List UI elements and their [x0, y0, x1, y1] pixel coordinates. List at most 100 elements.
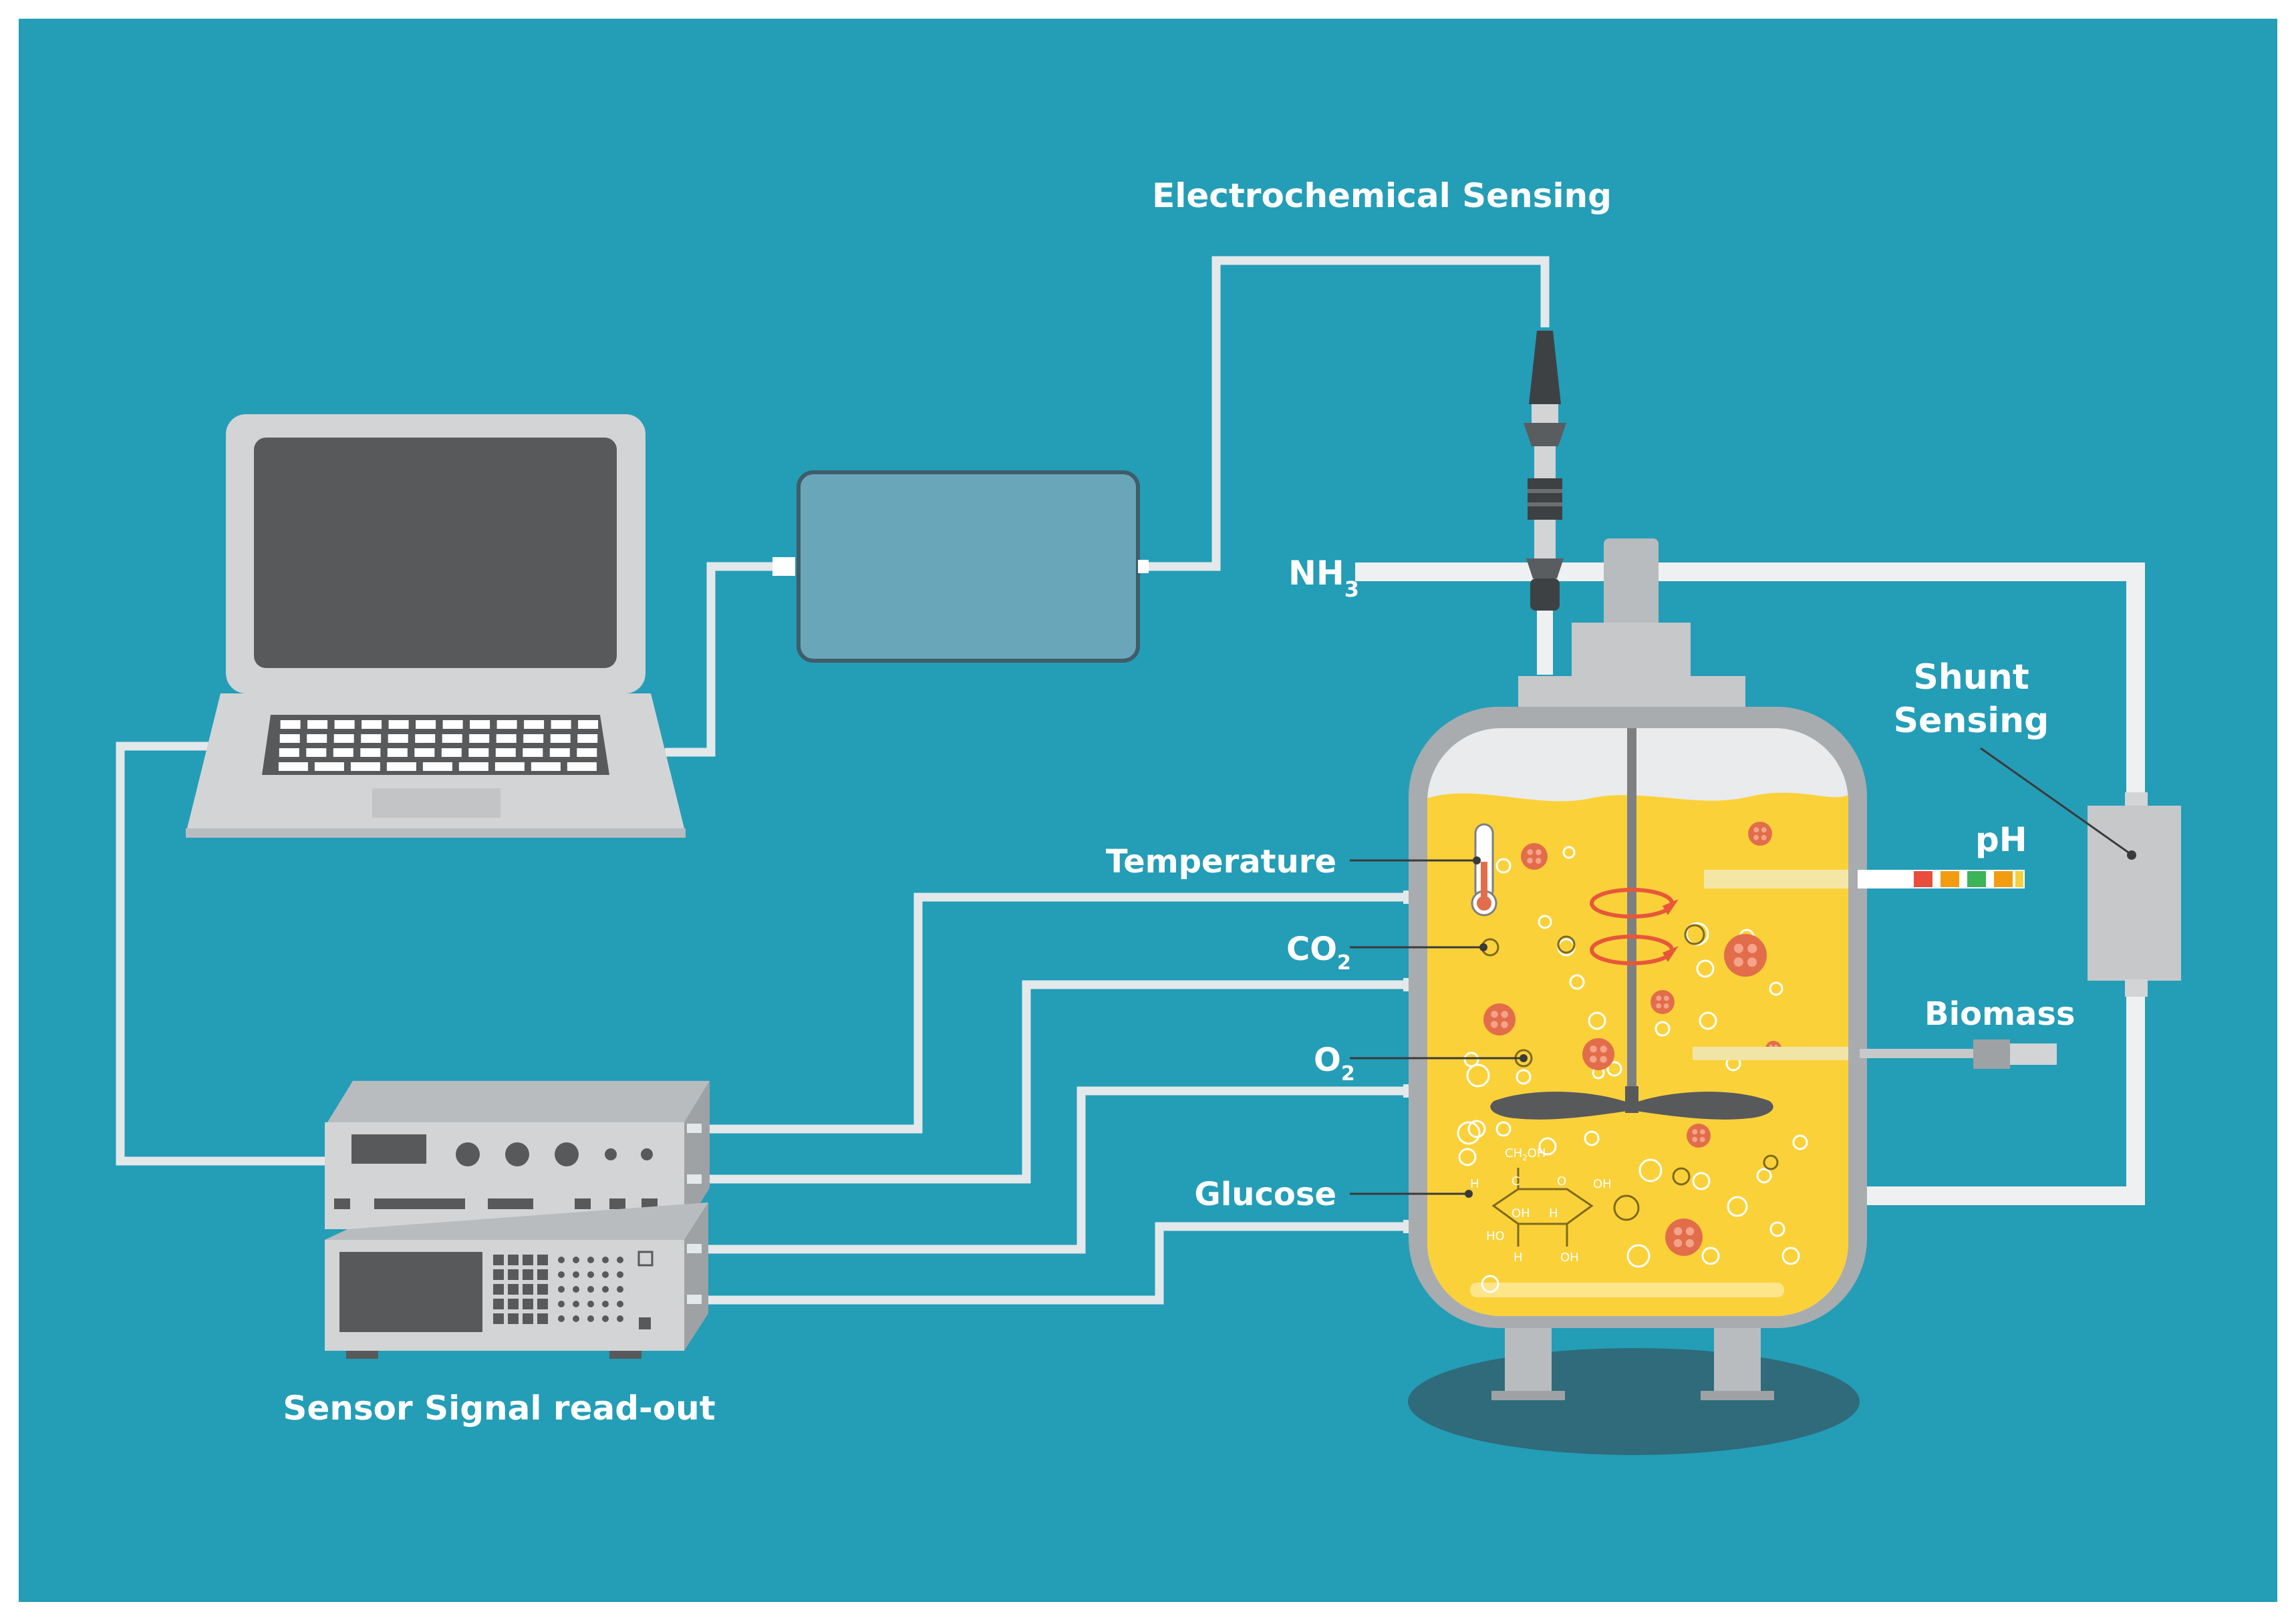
gas-bubble — [1756, 1168, 1772, 1184]
gas-bubble — [1495, 1121, 1512, 1137]
laptop-key — [469, 734, 490, 743]
label-nh3: NH3 — [1288, 554, 1359, 602]
microbial-cell-spot — [1692, 1129, 1698, 1135]
ph-indicator-strip — [1858, 870, 2025, 888]
motor-block — [1572, 623, 1691, 676]
svg-text:C: C — [1512, 1174, 1520, 1188]
laptop-key — [360, 748, 381, 757]
laptop-base-edge — [186, 828, 686, 838]
keypad-dot — [573, 1315, 579, 1322]
probe-lower-cone — [1526, 558, 1564, 579]
svg-text:OH: OH — [1560, 1251, 1579, 1265]
laptop-touchpad — [372, 788, 500, 818]
laptop-key — [523, 734, 544, 743]
keypad-key — [508, 1313, 519, 1324]
laptop-key — [387, 748, 408, 757]
gas-bubble — [1769, 981, 1783, 996]
gas-bubble — [1538, 915, 1552, 929]
microbial-cell-spot — [1491, 1010, 1498, 1018]
signal-wires — [116, 256, 1550, 1305]
impeller-icon — [1490, 1086, 1773, 1120]
keypad-dot — [573, 1271, 579, 1278]
laptop-key — [494, 762, 525, 771]
microbial-cell-spot — [1501, 1011, 1509, 1018]
svg-text:H: H — [1514, 1251, 1523, 1265]
readout-keypad — [493, 1255, 623, 1324]
shunt-return-pipe — [1844, 982, 2145, 1205]
readout-lower-screen — [339, 1252, 482, 1332]
wire-laptop-readout — [116, 742, 325, 1166]
laptop-key — [350, 762, 380, 771]
laptop-key — [468, 748, 489, 757]
keypad-dot — [602, 1286, 609, 1293]
laptop-icon — [186, 414, 686, 838]
keypad-key — [508, 1284, 519, 1295]
gas-bubble — [1538, 1137, 1557, 1156]
probe-cone — [1524, 423, 1566, 446]
microbial-cell-spot — [1685, 1239, 1694, 1248]
gas-bubble — [1685, 922, 1709, 946]
keypad-dot — [617, 1315, 623, 1322]
label-co2: CO2 — [1286, 931, 1351, 975]
keypad-dot — [587, 1257, 594, 1263]
gas-bubble — [1458, 1148, 1477, 1166]
laptop-key — [306, 748, 327, 757]
gas-bubble — [1495, 858, 1512, 874]
microbial-cell-spot — [1589, 1056, 1597, 1063]
microbial-cell-spot — [1753, 834, 1759, 840]
biomass-probe-icon — [1860, 1039, 2057, 1069]
keypad-key — [537, 1255, 548, 1265]
ph-color-1 — [1914, 871, 1932, 887]
wire-glucose — [687, 1222, 1413, 1305]
ph-color-2 — [1941, 871, 1959, 887]
laptop-key — [361, 734, 382, 743]
ph-color-4 — [1994, 871, 2013, 887]
keypad-key — [493, 1313, 504, 1324]
microbial-cell-spot — [1673, 1239, 1683, 1247]
keypad-key — [493, 1284, 504, 1295]
microbial-cell — [1724, 934, 1767, 977]
keypad-key — [508, 1269, 519, 1280]
keypad-dot — [587, 1286, 594, 1293]
gas-bubble — [1763, 1154, 1779, 1170]
laptop-key — [307, 734, 327, 743]
laptop-key — [524, 720, 545, 729]
probe-collar — [1532, 404, 1558, 423]
keypad-dot — [617, 1257, 623, 1263]
label-biomass: Biomass — [1924, 995, 2075, 1033]
microbial-cell-spot — [1761, 827, 1767, 833]
laptop-key — [314, 762, 344, 771]
gas-bubble — [1792, 1134, 1808, 1150]
microbial-cell-spot — [1685, 1227, 1695, 1236]
microbial-cell-spot — [1692, 1136, 1698, 1142]
laptop-key — [441, 748, 462, 757]
keypad-key — [523, 1255, 533, 1265]
label-electrochemical-sensing: Electrochemical Sensing — [1152, 176, 1612, 215]
laptop-key — [333, 734, 354, 743]
microbial-cell — [1651, 990, 1675, 1014]
ph-color-5 — [2015, 871, 2023, 887]
microbial-cell — [1483, 1003, 1516, 1035]
bioreactor-shadow — [1408, 1348, 1860, 1455]
laptop-key — [414, 748, 435, 757]
laptop-key — [333, 748, 353, 757]
bioreactor-broth — [1427, 792, 1848, 1316]
microbial-cell-spot — [1699, 1129, 1705, 1135]
laptop-key — [362, 720, 382, 729]
laptop-key — [458, 762, 488, 771]
microbial-cell-spot — [1753, 827, 1759, 833]
svg-text:O: O — [1557, 1174, 1566, 1188]
gas-bubble — [1466, 1064, 1490, 1088]
shunt-sensor-body — [2088, 806, 2181, 981]
probe-shaft — [1534, 446, 1556, 478]
label-glucose: Glucose — [1194, 1176, 1336, 1213]
microbial-cell-spot — [1536, 849, 1542, 856]
microbial-cell-spot — [1663, 1003, 1669, 1009]
wire-temperature — [687, 893, 1413, 1134]
microbial-cell — [1665, 1219, 1703, 1256]
keypad-dot — [587, 1301, 594, 1307]
laptop-key — [523, 748, 543, 757]
thermometer-icon — [1471, 823, 1497, 917]
microbial-cell-spot — [1733, 943, 1743, 953]
